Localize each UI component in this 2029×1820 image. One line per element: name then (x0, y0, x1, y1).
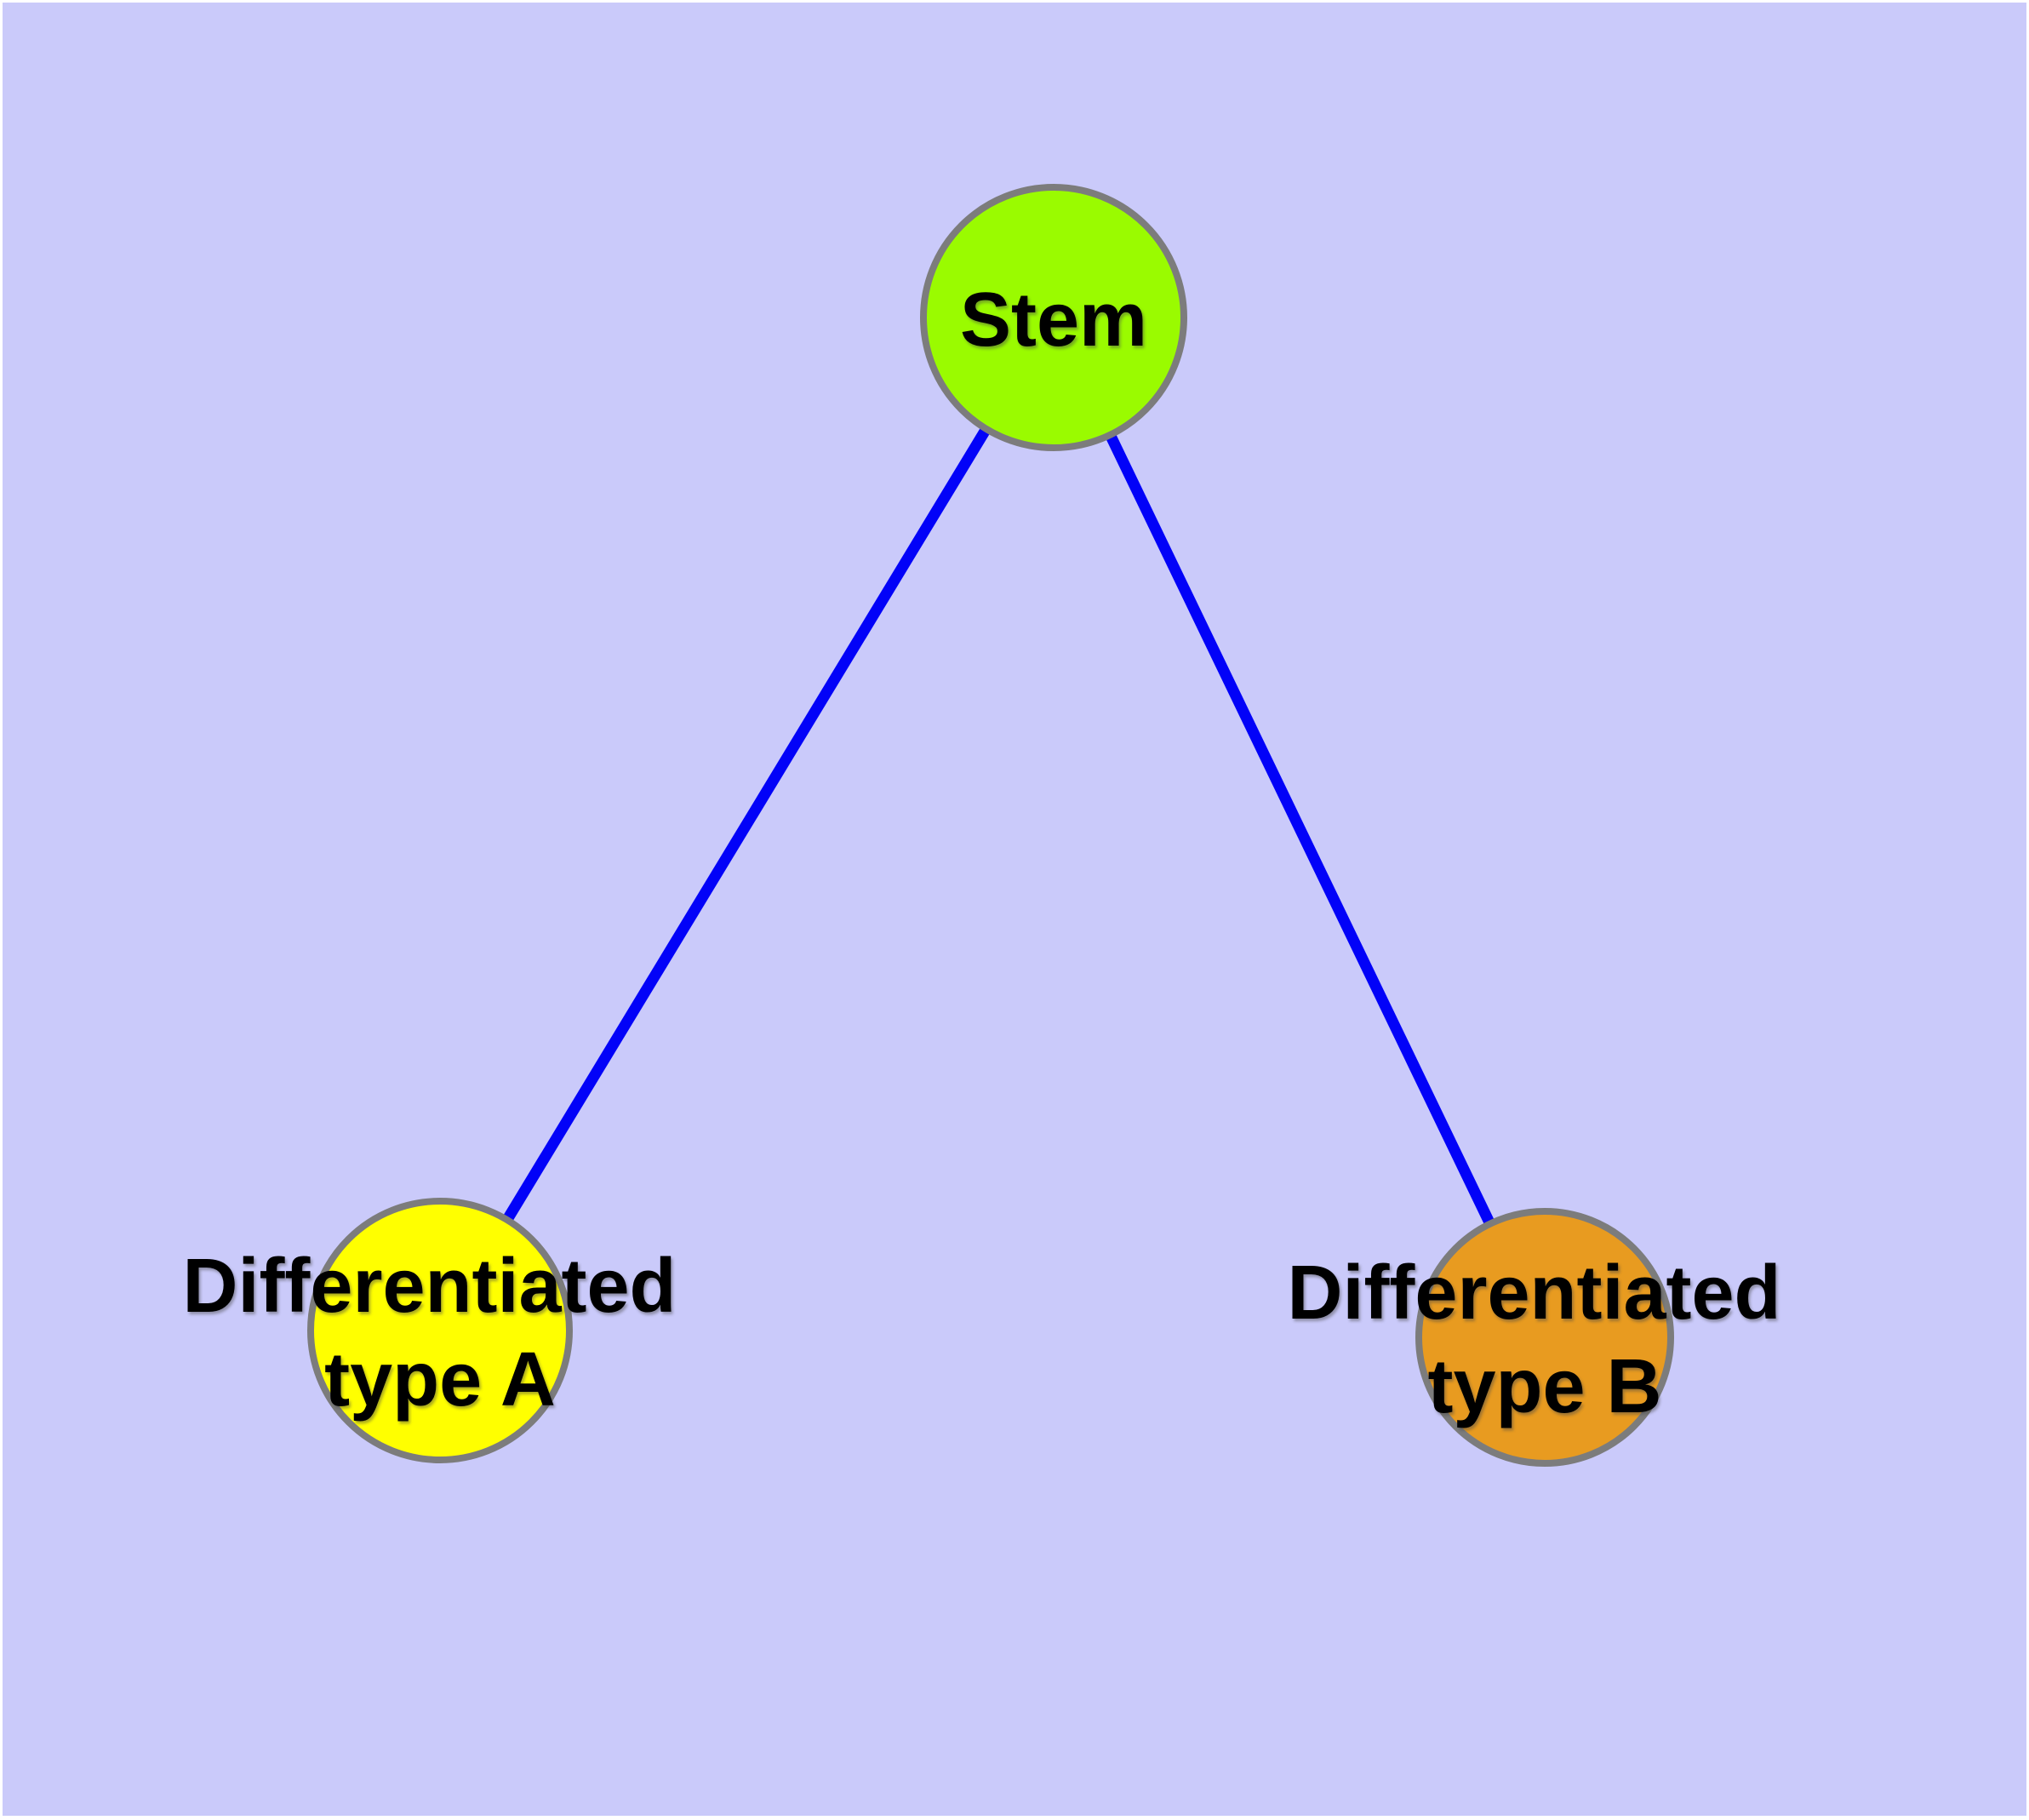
node-differentiated-type-a-label-line1: Differentiated (182, 1244, 676, 1329)
node-differentiated-type-a: Differentiated type A (182, 1198, 697, 1463)
node-differentiated-type-a-label-line2: type A (324, 1337, 556, 1422)
edge-stem-to-type-b (1049, 315, 1550, 1340)
node-differentiated-type-a-circle (307, 1198, 573, 1463)
edge-stem-to-type-a (435, 314, 1059, 1334)
node-differentiated-type-a-label: Differentiated type A (182, 1244, 697, 1422)
node-differentiated-type-b-label-line2: type B (1427, 1344, 1661, 1429)
node-differentiated-type-b: Differentiated type B (1287, 1208, 1802, 1467)
node-differentiated-type-b-label: Differentiated type B (1287, 1251, 1802, 1429)
node-stem-circle (920, 184, 1187, 451)
node-differentiated-type-b-label-line1: Differentiated (1287, 1251, 1780, 1336)
node-stem-label: Stem (960, 278, 1147, 363)
node-stem: Stem (920, 184, 1187, 451)
node-differentiated-type-b-circle (1415, 1208, 1674, 1467)
